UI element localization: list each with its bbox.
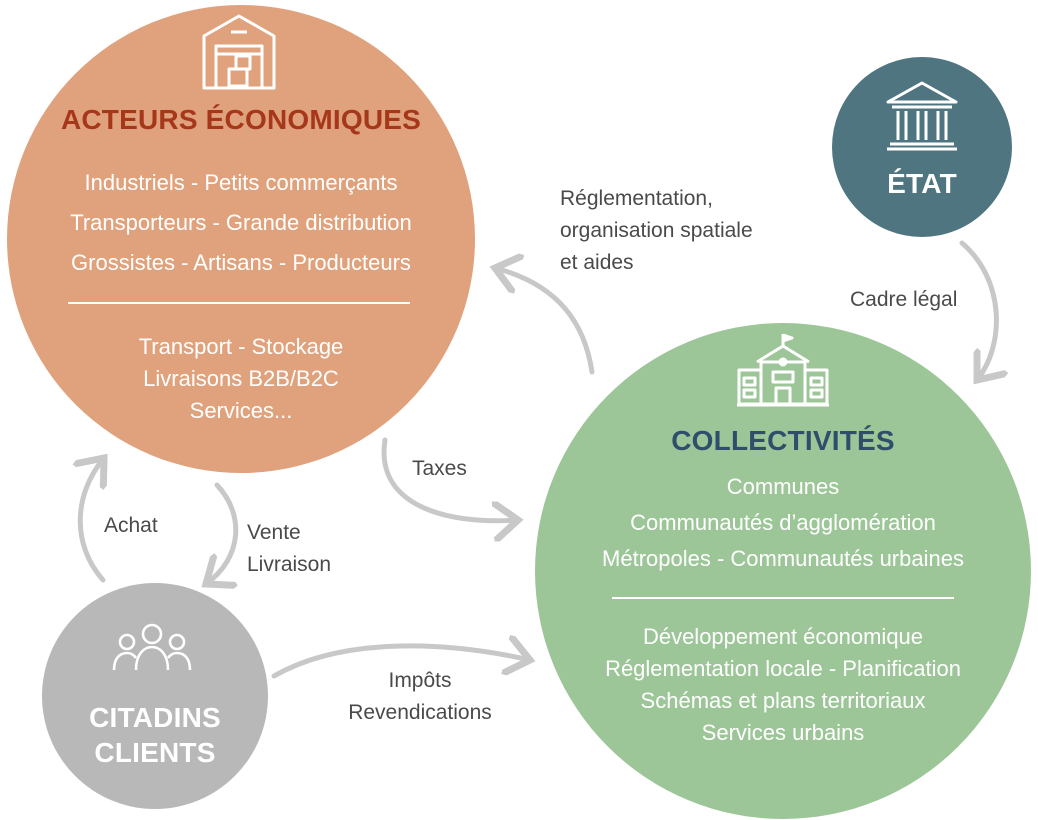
citadins-title-line: CLIENTS [94,737,216,768]
collectivites-member: Métropoles - Communautés urbaines [602,546,964,571]
acteurs-member: Transporteurs - Grande distribution [70,210,412,235]
collectivites-mission: Schémas et plans territoriaux [640,688,926,713]
label-taxes: Taxes [412,457,467,480]
acteurs-activities: Transport - Stockage Livraisons B2B/B2C … [20,331,462,427]
arrow-taxes [381,437,518,521]
label-line: Livraison [247,553,332,576]
arrow-cadre-legal [959,240,996,380]
acteurs-member: Industriels - Petits commerçants [84,170,398,195]
town-hall-icon [735,332,831,408]
collectivites-member: Communautés d’agglomération [630,510,936,535]
acteurs-economiques-circle [7,5,475,473]
label-line: Réglementation, [560,187,713,210]
acteurs-divider [68,302,410,304]
collectivites-mission: Services urbains [701,720,865,745]
collectivites-missions: Développement économique Réglementation … [550,621,1016,749]
acteurs-title: ACTEURS ÉCONOMIQUES [60,104,422,135]
arrow-achat [80,458,104,583]
government-building-icon [884,78,960,154]
collectivites-divider [612,597,954,599]
label-line: Revendications [348,701,492,724]
label-impots: Impôts Revendications [330,665,510,729]
acteurs-activity: Livraisons B2B/B2C [143,366,339,391]
arrow-reglementation [495,268,595,375]
etat-circle [832,57,1012,237]
acteurs-members: Industriels - Petits commerçants Transpo… [20,163,462,283]
acteurs-activity: Services... [189,398,293,423]
label-line: Impôts [388,669,452,692]
collectivites-title: COLLECTIVITÉS [671,425,895,456]
citadins-title: CITADINS CLIENTS [52,700,258,770]
etat-title: ÉTAT [887,168,957,199]
label-cadre-legal: Cadre légal [850,288,958,311]
label-vente-livraison: Vente Livraison [247,517,331,581]
acteurs-activity: Transport - Stockage [138,334,344,359]
citadins-circle [42,583,268,809]
arrow-impots [271,646,530,679]
label-line: organisation spatiale [560,219,753,242]
collectivites-member: Communes [726,474,840,499]
warehouse-icon [200,12,278,90]
collectivites-mission: Développement économique [642,624,924,649]
label-line: Vente [247,521,301,544]
label-reglementation: Réglementation, organisation spatiale et… [560,183,753,279]
label-achat: Achat [104,514,158,537]
collectivites-mission: Réglementation locale - Planification [605,656,961,681]
arrow-vente-livraison [206,482,239,584]
collectivites-members: Communes Communautés d’agglomération Mét… [550,469,1016,577]
citadins-title-line: CITADINS [89,702,221,733]
label-line: et aides [560,251,634,274]
people-group-icon [110,622,194,674]
acteurs-member: Grossistes - Artisans - Producteurs [71,250,411,275]
